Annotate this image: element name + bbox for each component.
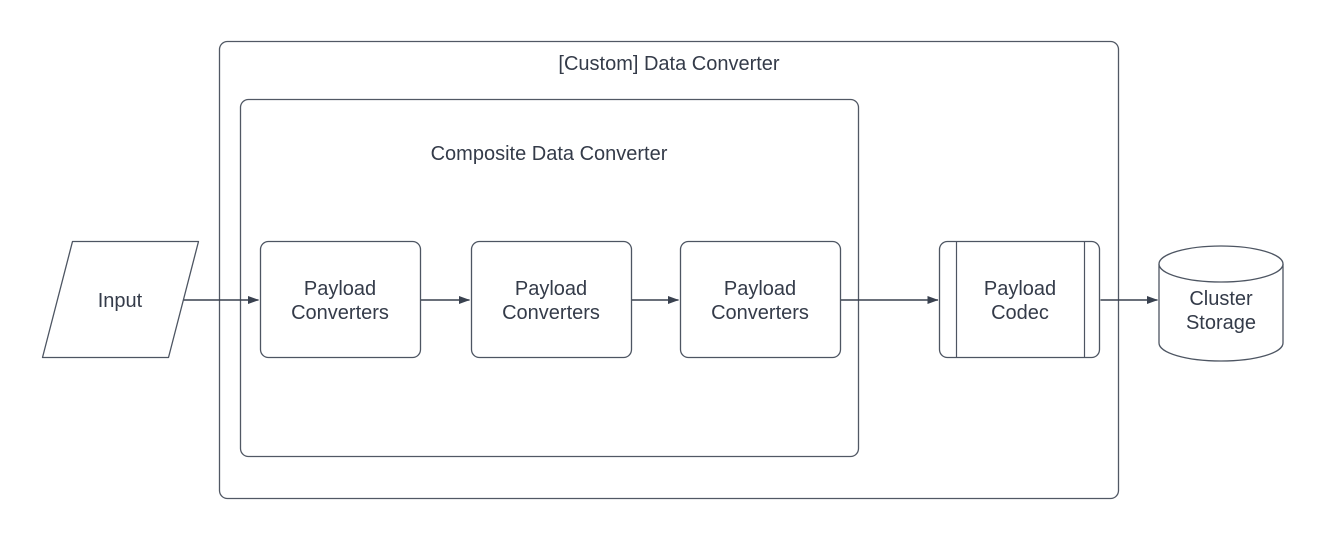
payload-codec-label-line-1: Payload bbox=[984, 278, 1056, 300]
cluster-storage-node: Cluster Storage bbox=[1158, 245, 1284, 362]
payload-converters-1-shape bbox=[259, 240, 422, 359]
payload-converters-2-shape bbox=[470, 240, 633, 359]
payload-codec-shape bbox=[938, 240, 1101, 359]
payload-codec-node: Payload Codec bbox=[938, 240, 1101, 359]
cylinder-body bbox=[1158, 264, 1284, 362]
payload-converters-1-node: Payload Converters bbox=[259, 240, 422, 359]
custom-data-converter-container: [Custom] Data Converter bbox=[218, 40, 1120, 500]
payload-converters-2-label-line-1: Payload bbox=[515, 278, 587, 300]
input-shape bbox=[41, 240, 200, 359]
composite-data-converter-container: Composite Data Converter bbox=[239, 98, 860, 458]
composite-data-converter-border bbox=[239, 98, 860, 458]
input-node: Input bbox=[41, 240, 200, 359]
payload-codec-label-line-2: Codec bbox=[991, 302, 1049, 324]
payload-converters-1-label-line-2: Converters bbox=[291, 302, 389, 324]
custom-data-converter-border bbox=[218, 40, 1120, 500]
cluster-storage-label-line-2: Storage bbox=[1186, 312, 1256, 334]
custom-data-converter-label: [Custom] Data Converter bbox=[558, 53, 780, 75]
payload-converters-3-label-line-1: Payload bbox=[724, 278, 796, 300]
payload-converters-1-label-line-1: Payload bbox=[304, 278, 376, 300]
cluster-storage-label-line-1: Cluster bbox=[1189, 288, 1253, 310]
payload-converters-3-node: Payload Converters bbox=[679, 240, 842, 359]
input-label: Input bbox=[98, 290, 143, 312]
payload-converters-3-label-line-2: Converters bbox=[711, 302, 809, 324]
payload-converters-2-label-line-2: Converters bbox=[502, 302, 600, 324]
payload-converters-3-shape bbox=[679, 240, 842, 359]
composite-data-converter-label: Composite Data Converter bbox=[431, 143, 668, 165]
cylinder-top bbox=[1158, 245, 1284, 283]
payload-converters-2-node: Payload Converters bbox=[470, 240, 633, 359]
